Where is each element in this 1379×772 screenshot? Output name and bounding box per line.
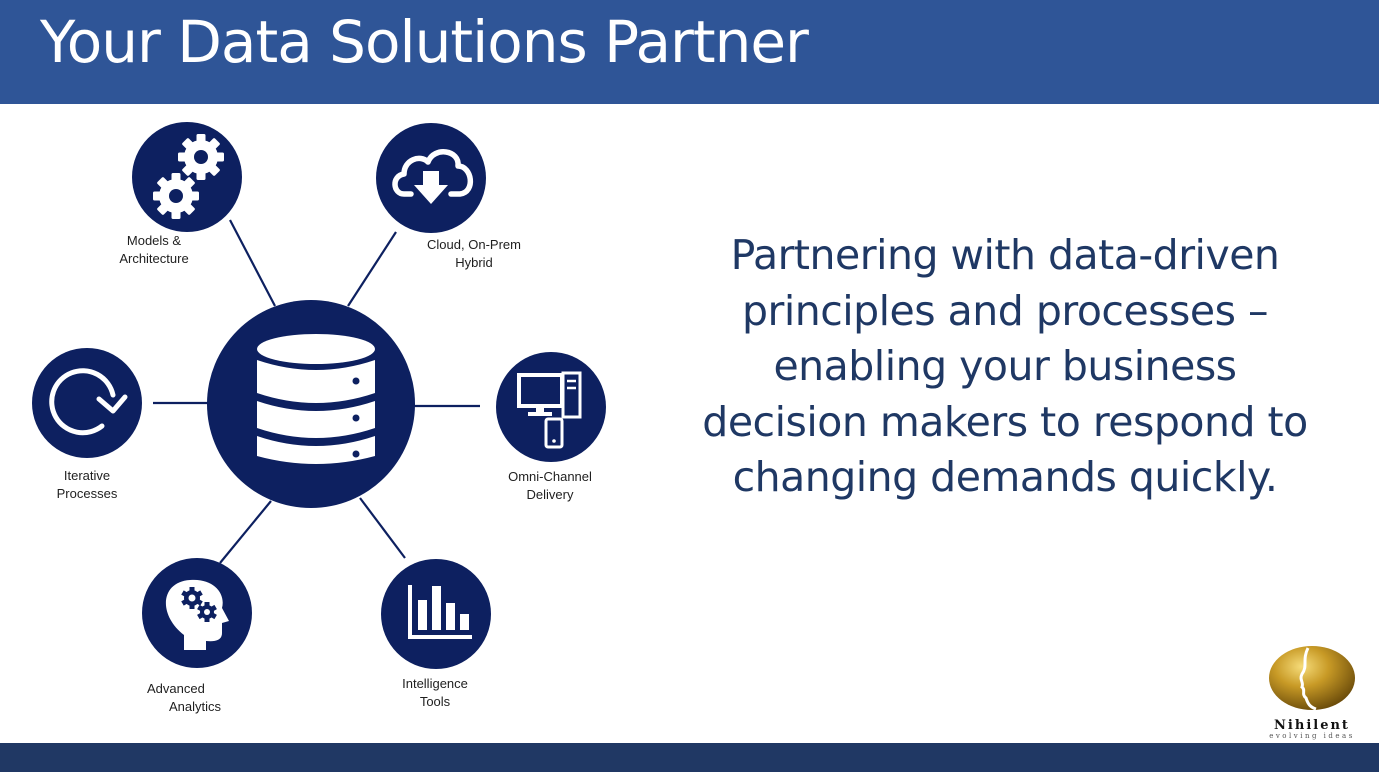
golden-egg-logo: [1269, 646, 1355, 711]
header-bar: Your Data Solutions Partner: [0, 0, 1379, 104]
tagline-line-2: principles and processes –: [741, 286, 1269, 335]
footer-bar: [0, 743, 1379, 772]
database-icon: [257, 334, 375, 464]
computer-phone-icon: [517, 371, 582, 449]
label-omni: Omni-Channel Delivery: [500, 468, 600, 504]
tagline: Partnering with data-driven principles a…: [700, 228, 1310, 506]
node-intelligence: [381, 559, 491, 669]
label-analytics-line1: Advanced: [147, 681, 205, 696]
label-cloud-line2: Hybrid: [455, 255, 493, 270]
head-gears-icon: [165, 579, 229, 650]
logo-name: Nihilent: [1274, 718, 1350, 733]
label-models: Models & Architecture: [114, 232, 194, 268]
label-analytics-line2: Analytics: [169, 699, 222, 714]
label-analytics: Advanced Analytics: [147, 680, 221, 716]
node-analytics: [142, 558, 252, 668]
label-intelligence-line2: Tools: [419, 694, 451, 709]
label-models-line2: Architecture: [119, 251, 189, 266]
tagline-line-1: Partnering with data-driven: [730, 231, 1280, 279]
tagline-line-3: enabling your business: [773, 342, 1237, 390]
bar-chart-icon: [408, 585, 472, 639]
label-cloud: Cloud, On-Prem Hybrid: [419, 236, 529, 272]
gears-icon: [153, 134, 224, 219]
node-omni: [496, 352, 606, 462]
label-iterative-line2: Processes: [56, 486, 118, 501]
label-cloud-line1: Cloud, On-Prem: [427, 237, 521, 252]
logo-tagline: evolving ideas: [1269, 732, 1355, 740]
label-iterative-line1: Iterative: [63, 468, 111, 483]
label-omni-line2: Delivery: [526, 487, 574, 502]
label-iterative: Iterative Processes: [47, 467, 127, 503]
label-omni-line1: Omni-Channel: [508, 469, 592, 484]
node-cloud: [376, 123, 486, 233]
label-models-line1: Models &: [126, 233, 182, 248]
cloud-download-icon: [392, 149, 473, 204]
hub-node: [207, 300, 415, 508]
refresh-arrow-icon: [49, 368, 128, 436]
node-iterative: [32, 348, 142, 458]
tagline-line-5: changing demands quickly.: [732, 453, 1278, 501]
page-title: Your Data Solutions Partner: [40, 8, 809, 76]
label-intelligence-line1: Intelligence: [402, 676, 468, 691]
label-intelligence: Intelligence Tools: [390, 675, 480, 711]
solutions-diagram: [32, 122, 606, 669]
node-models: [132, 122, 242, 232]
tagline-line-4: decision makers to respond to: [702, 397, 1308, 446]
connector-lines: [153, 219, 480, 564]
